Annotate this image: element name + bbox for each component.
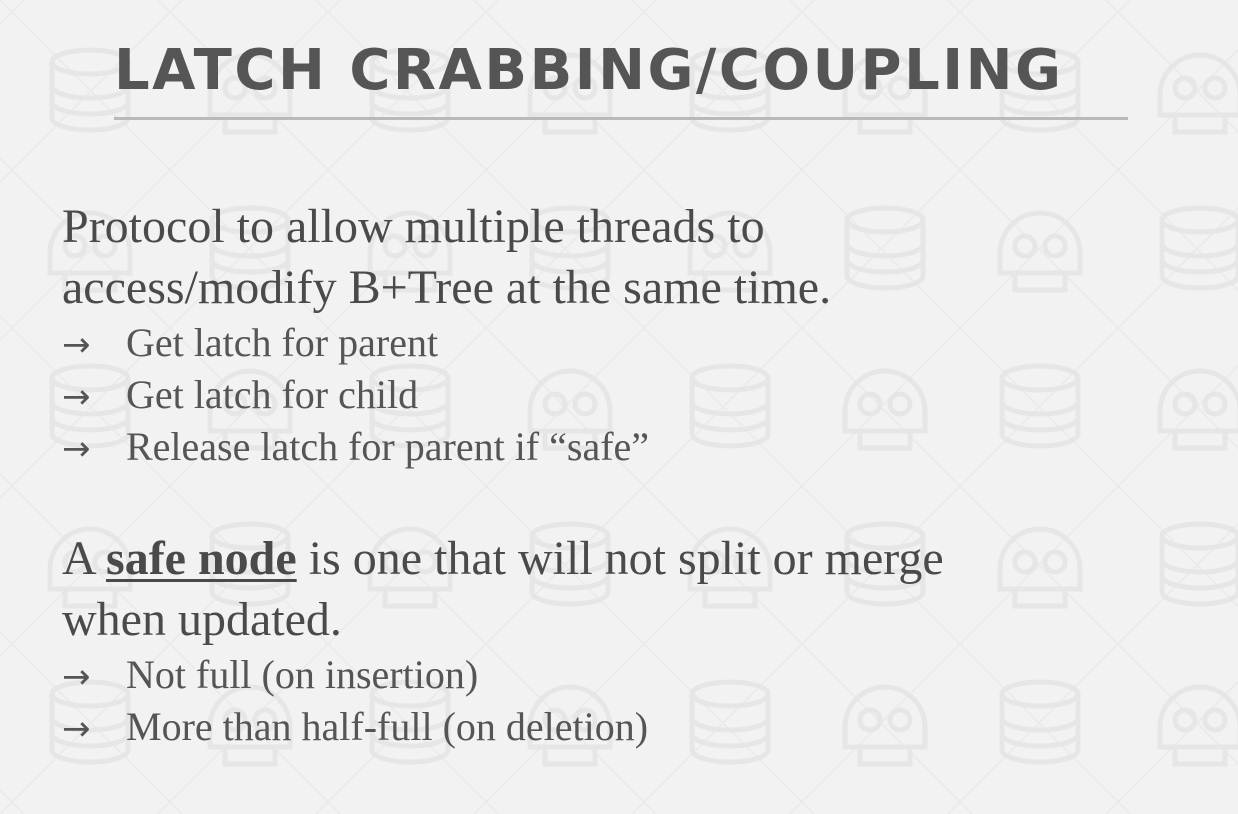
skull-icon xyxy=(207,52,293,135)
skull-icon xyxy=(842,52,928,135)
list-item-text: Get latch for parent xyxy=(126,320,439,365)
skull-icon xyxy=(207,368,293,451)
database-icon xyxy=(1159,521,1238,607)
arrow-icon: → xyxy=(62,709,91,749)
database-icon xyxy=(369,679,451,765)
database-icon xyxy=(999,47,1081,133)
database-icon xyxy=(1159,205,1238,291)
safe-node-block: A safe node is one that will not split o… xyxy=(62,528,944,754)
arrow-icon: → xyxy=(62,377,91,417)
list-item-text: Release latch for parent if “safe” xyxy=(126,424,650,469)
database-icon xyxy=(49,363,131,449)
safe-node-term: safe node xyxy=(106,532,297,585)
list-item: → Release latch for parent if “safe” xyxy=(62,422,831,474)
list-item: → More than half-full (on deletion) xyxy=(62,702,944,754)
database-icon xyxy=(529,205,611,291)
arrow-icon: → xyxy=(62,429,91,469)
database-icon xyxy=(999,679,1081,765)
skull-icon xyxy=(47,526,133,609)
database-icon xyxy=(209,205,291,291)
skull-icon xyxy=(1157,684,1238,767)
slide-title: LATCH CRABBING/COUPLING xyxy=(114,38,1064,103)
list-item: → Get latch for parent xyxy=(62,318,831,370)
skull-icon xyxy=(842,684,928,767)
skull-icon xyxy=(527,684,613,767)
skull-icon xyxy=(367,526,453,609)
list-item-text: More than half-full (on deletion) xyxy=(126,704,649,749)
skull-icon xyxy=(997,526,1083,609)
skull-icon xyxy=(207,684,293,767)
skull-icon xyxy=(687,526,773,609)
skull-icon xyxy=(687,210,773,293)
list-item: → Not full (on insertion) xyxy=(62,650,944,702)
skull-icon xyxy=(1157,52,1238,135)
database-icon xyxy=(49,679,131,765)
database-icon xyxy=(369,47,451,133)
protocol-steps-list: → Get latch for parent → Get latch for chi… xyxy=(62,318,831,474)
skull-icon xyxy=(527,52,613,135)
skull-icon xyxy=(367,210,453,293)
database-icon xyxy=(689,47,771,133)
list-item-text: Get latch for child xyxy=(126,372,419,417)
protocol-text-line-2: access/modify B+Tree at the same time. xyxy=(62,261,832,314)
skull-icon xyxy=(1157,368,1238,451)
protocol-block: Protocol to allow multiple threads to ac… xyxy=(62,196,831,474)
database-icon xyxy=(369,363,451,449)
list-item-text: Not full (on insertion) xyxy=(126,652,479,697)
database-icon xyxy=(49,47,131,133)
safe-node-text-line-2: when updated. xyxy=(62,593,342,646)
database-icon xyxy=(209,521,291,607)
database-icon xyxy=(529,521,611,607)
safe-node-prefix: A xyxy=(62,532,107,585)
skull-icon xyxy=(47,210,133,293)
arrow-icon: → xyxy=(62,657,91,697)
database-icon xyxy=(689,363,771,449)
skull-icon xyxy=(997,210,1083,293)
safe-node-conditions-list: → Not full (on insertion) → More than half… xyxy=(62,650,944,754)
skull-icon xyxy=(842,368,928,451)
skull-icon xyxy=(527,368,613,451)
database-icon xyxy=(844,521,926,607)
database-icon xyxy=(999,363,1081,449)
title-divider xyxy=(114,117,1128,120)
arrow-icon: → xyxy=(62,325,91,365)
safe-node-text-line-1: A safe node is one that will not split o… xyxy=(62,528,944,589)
safe-node-suffix: is one that will not split or merge xyxy=(296,532,944,585)
database-icon xyxy=(844,205,926,291)
database-icon xyxy=(689,679,771,765)
protocol-text-line-1: Protocol to allow multiple threads to xyxy=(62,200,765,253)
list-item: → Get latch for child xyxy=(62,370,831,422)
